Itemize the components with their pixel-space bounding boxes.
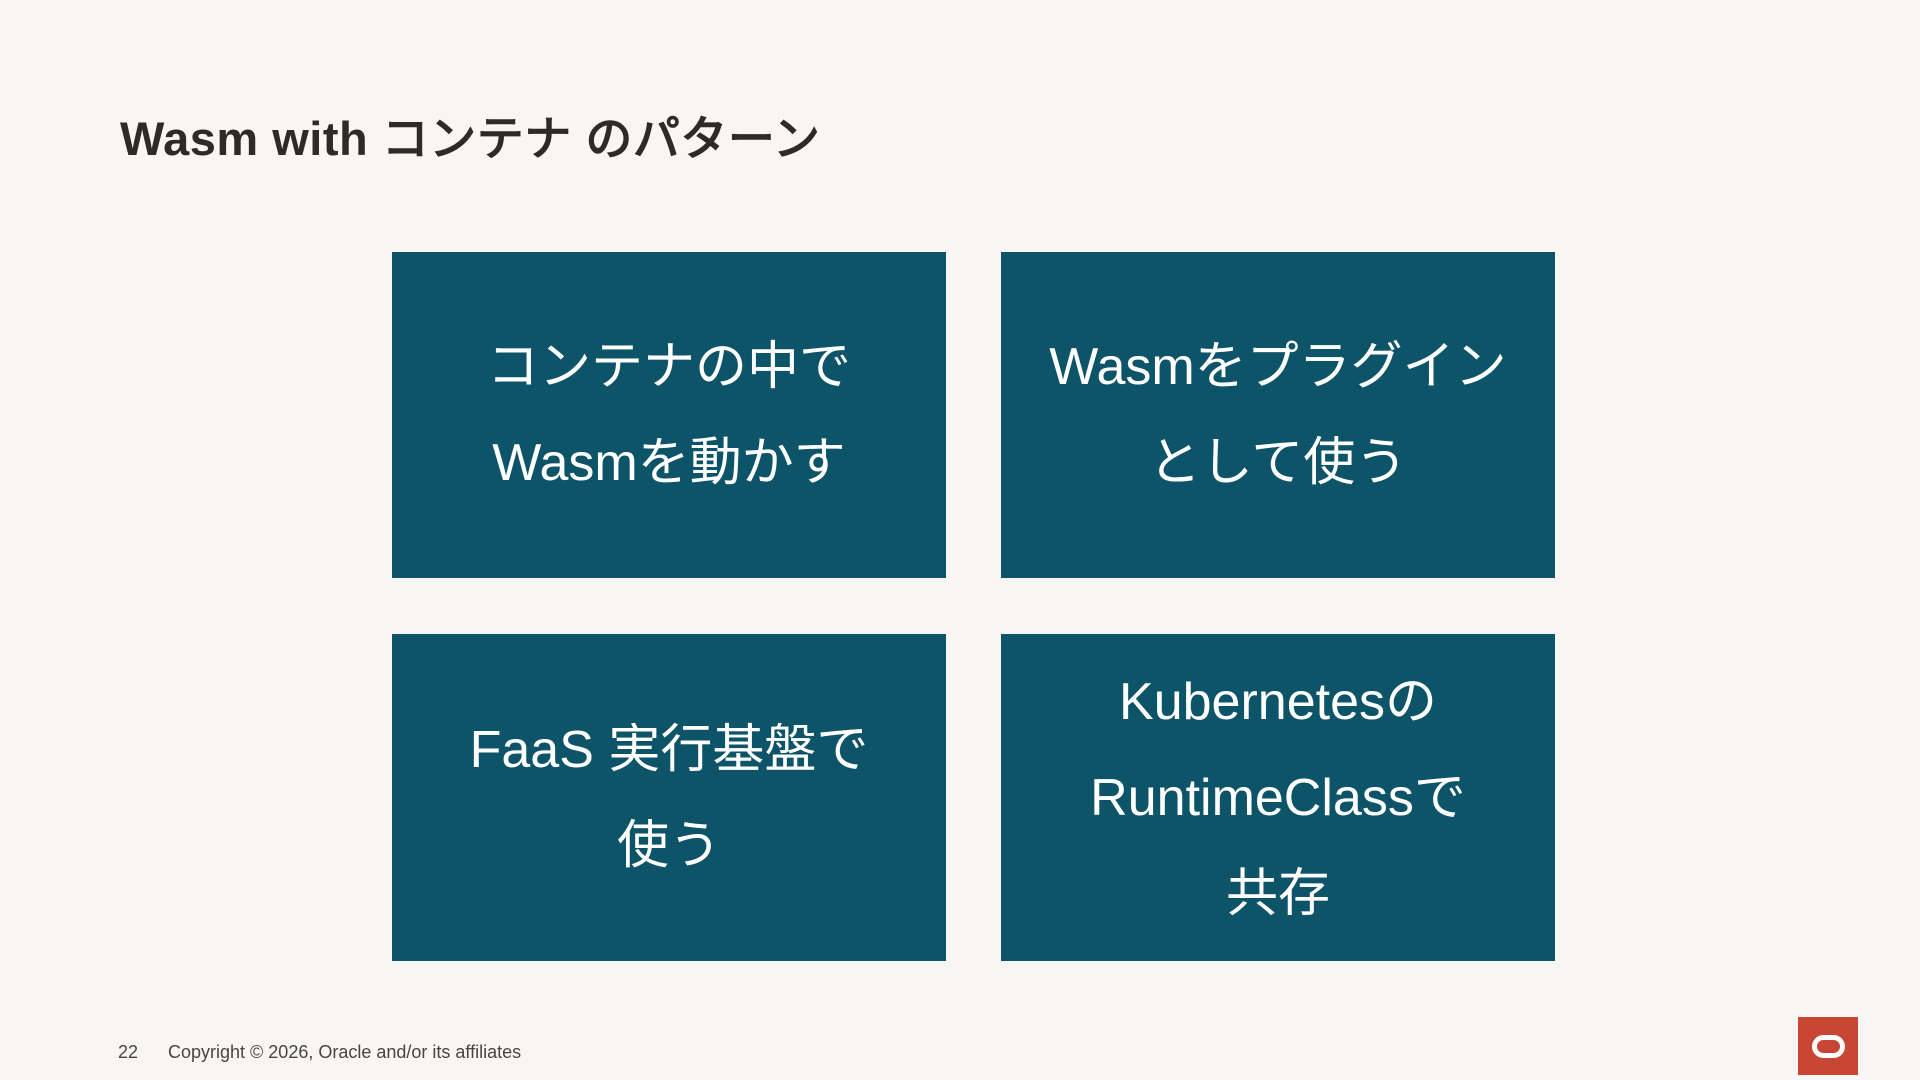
pattern-box-line: Wasmを動かす	[492, 434, 846, 492]
pattern-grid: コンテナの中で Wasmを動かす Wasmをプラグイン として使う FaaS 実…	[392, 252, 1555, 961]
oracle-logo	[1798, 1017, 1858, 1075]
pattern-box-wasm-as-plugin: Wasmをプラグイン として使う	[1001, 252, 1555, 578]
slide-footer: 22 Copyright © 2026, Oracle and/or its a…	[0, 1042, 1920, 1066]
pattern-box-line: コンテナの中で	[486, 338, 851, 396]
copyright-text: Copyright © 2026, Oracle and/or its affi…	[168, 1042, 522, 1062]
pattern-box-line: として使う	[1148, 434, 1408, 492]
page-number: 22	[118, 1042, 139, 1062]
oracle-o-icon	[1811, 1034, 1845, 1058]
pattern-box-faas-runtime: FaaS 実行基盤で 使う	[392, 634, 946, 961]
pattern-box-kubernetes-runtimeclass: Kubernetesの RuntimeClassで 共存	[1001, 634, 1555, 961]
pattern-box-line: Wasmをプラグイン	[1049, 338, 1507, 396]
pattern-box-wasm-inside-container: コンテナの中で Wasmを動かす	[392, 252, 946, 578]
pattern-box-line: Kubernetesの	[1119, 672, 1437, 731]
pattern-box-line: RuntimeClassで	[1090, 768, 1466, 827]
pattern-box-line: 共存	[1225, 864, 1330, 923]
pattern-box-line: 使う	[616, 816, 721, 875]
page-title: Wasm with コンテナ のパターン	[120, 112, 821, 165]
pattern-box-line: FaaS 実行基盤で	[469, 720, 869, 779]
